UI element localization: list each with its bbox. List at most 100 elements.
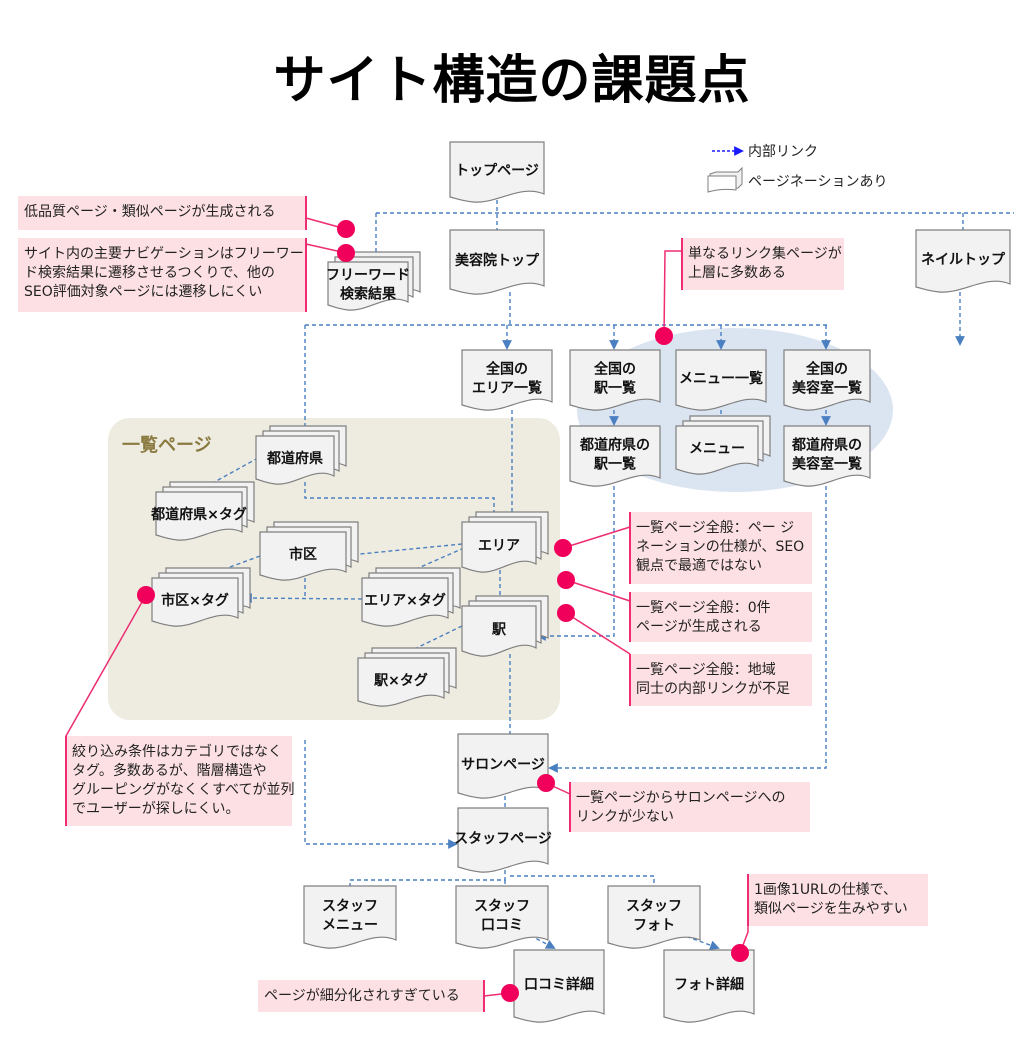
- page-node-city[interactable]: 市区: [259, 521, 359, 581]
- issue-note-tag-filter: 絞り込み条件はカテゴリではなくタグ。多数あるが、階層構造やグルーピングがなくくす…: [65, 586, 294, 826]
- page-node-label: ネイルトップ: [921, 252, 1006, 268]
- issue-callout-line: [305, 196, 347, 230]
- page-node-menu-list[interactable]: メニュー一覧: [675, 349, 767, 411]
- issue-marker-dot[interactable]: [554, 539, 572, 557]
- page-node-shape: [569, 349, 661, 411]
- issue-note-text: 同士の内部リンクが不足: [636, 681, 790, 697]
- page-node-label: 都道府県の: [791, 437, 862, 454]
- page-node-label: フリーワード: [326, 268, 410, 284]
- issue-note-box: [570, 782, 810, 832]
- page-node-label: エリア: [478, 538, 520, 554]
- page-node-pref[interactable]: 都道府県: [255, 425, 347, 485]
- issue-marker-dot[interactable]: [557, 604, 575, 622]
- page-node-area[interactable]: エリア: [461, 511, 549, 573]
- page-node-city-tag[interactable]: 市区×タグ: [151, 567, 251, 627]
- legend-internal-link-label: 内部リンク: [748, 144, 818, 160]
- page-node-staff-page[interactable]: スタッフページ: [454, 807, 552, 873]
- internal-link: [536, 486, 615, 641]
- page-node-shape: [259, 531, 347, 581]
- page-node-shape: [675, 425, 759, 475]
- issue-note-box: [682, 238, 844, 290]
- page-node-station[interactable]: 駅: [461, 595, 549, 657]
- internal-link: [304, 482, 499, 522]
- issue-callout-line: [305, 238, 347, 254]
- page-node-shape: [449, 229, 545, 295]
- issue-note-text: ド検索結果に遷移させるつくりで、他の: [24, 264, 275, 281]
- page-node-salon-top[interactable]: 美容院トップ: [449, 229, 545, 295]
- page-node-shape: [783, 349, 871, 411]
- issue-callout-line: [663, 238, 683, 337]
- page-node-label: 全国の: [805, 361, 848, 378]
- page-node-top[interactable]: トップページ: [449, 141, 545, 203]
- page-node-label: サロンページ: [461, 757, 545, 773]
- issue-marker-dot[interactable]: [501, 984, 519, 1002]
- issue-marker-dot[interactable]: [557, 571, 575, 589]
- internal-link: [242, 593, 363, 603]
- issue-note-text: でユーザーが探しにくい。: [72, 801, 239, 817]
- issue-marker-dot[interactable]: [337, 244, 355, 262]
- page-node-label: スタッフ: [474, 899, 530, 915]
- issue-note-text: 上層に多数ある: [688, 264, 786, 281]
- page-node-station-tag[interactable]: 駅×タグ: [357, 647, 457, 707]
- internal-link: [523, 931, 556, 949]
- page-node-shape: [303, 885, 397, 949]
- page-node-review-detail[interactable]: 口コミ詳細: [513, 949, 605, 1023]
- page-node-label: メニュー: [322, 918, 378, 934]
- page-node-shape: [915, 229, 1011, 293]
- page-node-shape: [151, 577, 239, 627]
- issue-note-text: タグ。多数あるが、階層構造や: [72, 762, 267, 779]
- issue-note-text: 観点で最適ではない: [636, 557, 762, 574]
- page-node-label: メニュー一覧: [679, 370, 763, 387]
- page-node-salon-page[interactable]: サロンページ: [457, 733, 549, 799]
- internal-link: [348, 543, 463, 560]
- issue-marker-dot[interactable]: [731, 944, 749, 962]
- issue-note-text: 単なるリンク集ページが: [688, 245, 842, 262]
- page-node-area-tag[interactable]: エリア×タグ: [361, 567, 461, 627]
- page-node-label: 駅一覧: [594, 456, 636, 473]
- issue-note-text: ネーションの仕様が、SEO: [636, 539, 804, 555]
- page-node-label: 都道府県×タグ: [150, 506, 247, 523]
- internal-link: [304, 740, 458, 849]
- page-node-label: メニュー: [689, 441, 745, 457]
- list-pages-group-label: 一覧ページ: [122, 434, 212, 456]
- issue-marker-dot[interactable]: [655, 327, 673, 345]
- page-node-label: 美容院トップ: [455, 252, 540, 269]
- page-node-photo-detail[interactable]: フォト詳細: [663, 949, 755, 1023]
- issue-note-box: [748, 874, 928, 926]
- page-node-pref-tag[interactable]: 都道府県×タグ: [150, 481, 255, 541]
- page-node-shape: [663, 949, 755, 1023]
- issue-marker-dot[interactable]: [137, 586, 155, 604]
- page-node-nail-top[interactable]: ネイルトップ: [915, 229, 1011, 293]
- legend-pagination-icon-front: [707, 175, 737, 193]
- issue-callout-line: [562, 526, 631, 549]
- page-node-shape: [357, 657, 445, 707]
- page-node-label: エリア×タグ: [364, 592, 446, 609]
- page-node-shape: [675, 349, 767, 411]
- page-node-label: 全国の: [485, 361, 528, 378]
- issue-note-box: [66, 736, 292, 826]
- issue-note-text: 類似ページを生みやすい: [754, 901, 908, 917]
- issue-marker-dot[interactable]: [337, 220, 355, 238]
- issue-note-text: リンクが少ない: [576, 809, 674, 825]
- issue-note-text: 1画像1URLの仕様で、: [754, 882, 897, 898]
- page-node-label: 口コミ詳細: [524, 976, 594, 993]
- issue-note-box: [630, 512, 812, 584]
- page-node-label: 都道府県: [266, 450, 323, 467]
- issue-marker-dot[interactable]: [537, 774, 555, 792]
- page-node-menu[interactable]: メニュー: [675, 415, 771, 475]
- issue-note-text: ページが細分化されすぎている: [264, 988, 460, 1004]
- internal-link: [349, 870, 506, 886]
- page-node-label: 検索結果: [340, 286, 397, 303]
